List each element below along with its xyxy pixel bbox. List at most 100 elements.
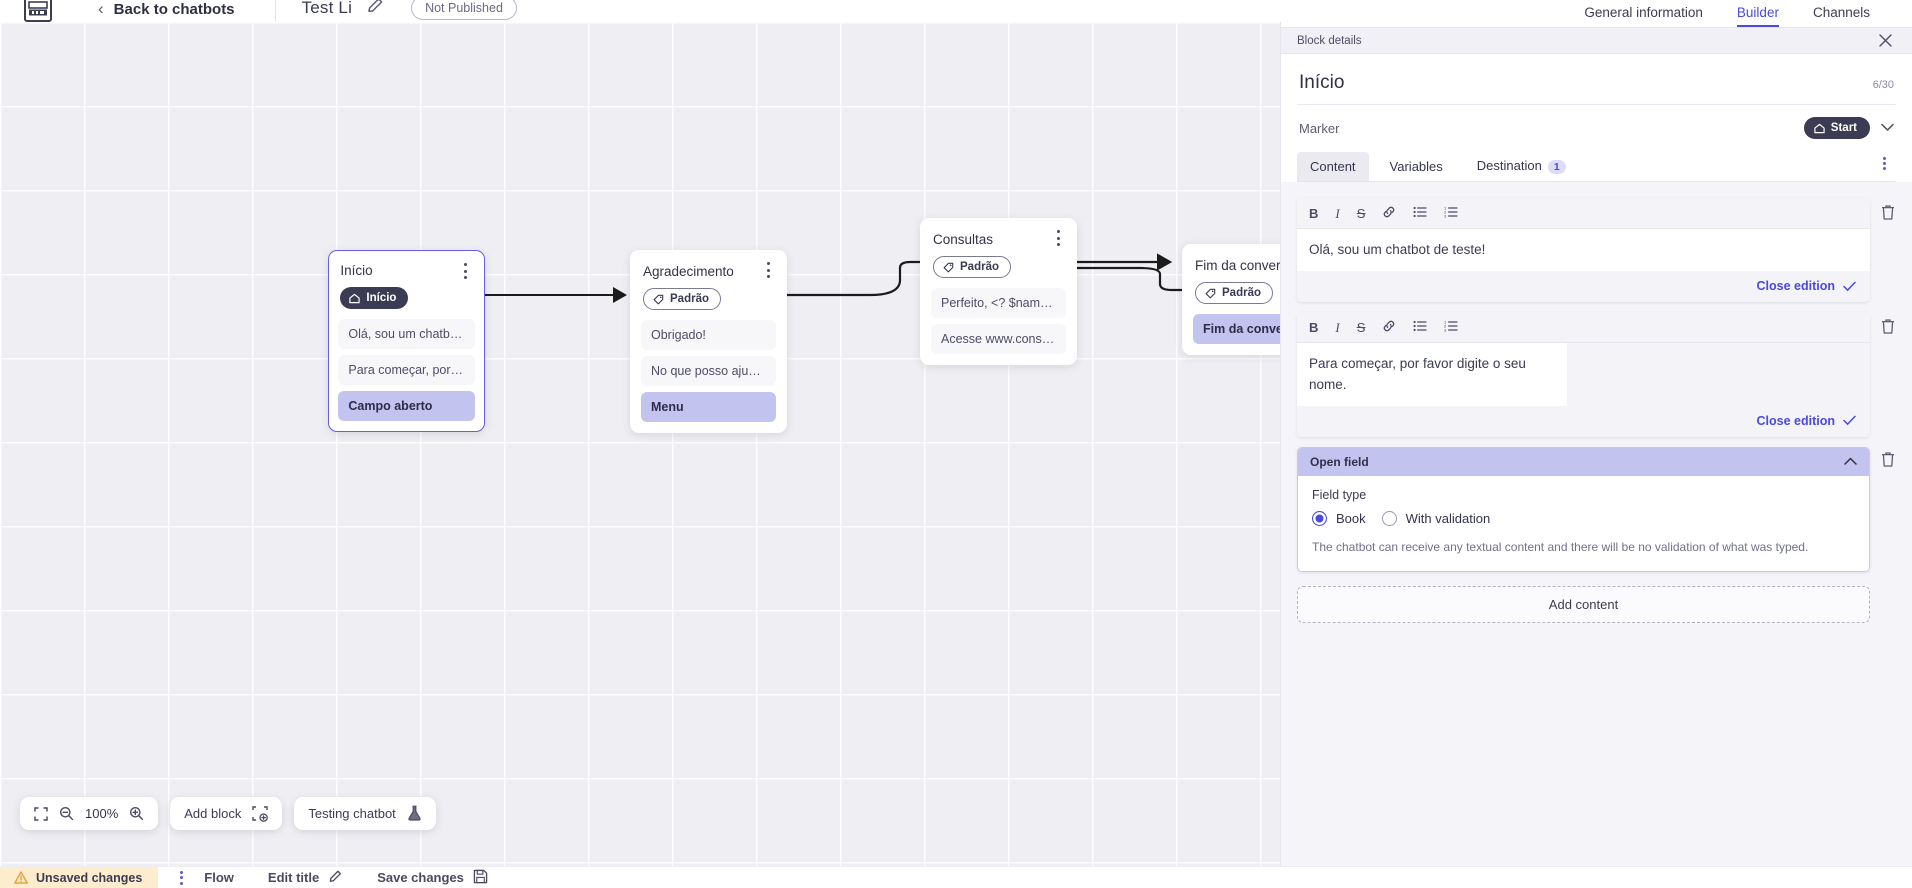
kebab-menu-icon[interactable] (174, 870, 188, 885)
strikethrough-icon[interactable]: S (1356, 205, 1366, 221)
tab-builder[interactable]: Builder (1736, 5, 1779, 27)
node-menu-icon[interactable] (458, 263, 472, 279)
close-edition-label: Close edition (1756, 413, 1835, 428)
strikethrough-icon[interactable]: S (1356, 319, 1366, 335)
italic-icon[interactable]: I (1335, 319, 1340, 335)
close-edition-label: Close edition (1756, 279, 1835, 294)
char-count: 6/30 (1872, 79, 1894, 91)
editor-text[interactable]: Olá, sou um chatbot de teste! (1297, 229, 1870, 272)
kebab-menu-icon[interactable] (1876, 155, 1892, 172)
check-icon (1843, 415, 1856, 426)
status-badge: Not Published (411, 0, 517, 20)
flow-node-agradecimento[interactable]: Agradecimento Padrão Obrigado! No que po… (630, 250, 787, 433)
node-message[interactable]: Olá, sou um chatbot de teste! (338, 319, 475, 350)
flow-node-inicio[interactable]: Início Início Olá, sou um chatbot de tes… (328, 250, 485, 432)
node-badge-default: Padrão (1195, 282, 1273, 304)
back-to-chatbots-link[interactable]: ‹ Back to chatbots (98, 0, 235, 19)
radio-book[interactable]: Book (1312, 510, 1366, 526)
close-icon[interactable] (1877, 32, 1894, 49)
node-accent-message[interactable]: Menu (641, 392, 776, 422)
link-icon[interactable] (1382, 205, 1396, 221)
bullet-list-icon[interactable] (1413, 206, 1428, 220)
marker-row: Marker Start (1297, 105, 1896, 151)
tab-destination-badge: 1 (1547, 160, 1566, 174)
node-badge-label: Padrão (670, 293, 709, 305)
flow-button[interactable]: Flow (204, 870, 234, 885)
tag-icon (653, 294, 664, 304)
editor-footer: Close edition (1297, 405, 1870, 437)
link-icon[interactable] (1382, 319, 1396, 335)
add-content-button[interactable]: Add content (1297, 586, 1870, 624)
tab-content[interactable]: Content (1297, 151, 1369, 181)
bold-icon[interactable]: B (1309, 205, 1319, 221)
trash-icon[interactable] (1880, 447, 1896, 473)
tab-variables[interactable]: Variables (1389, 158, 1443, 174)
bold-icon[interactable]: B (1309, 319, 1319, 335)
save-changes-button[interactable]: Save changes (377, 869, 488, 887)
node-accent-message[interactable]: Campo aberto (338, 391, 475, 422)
open-field-card: Open field Field type (1297, 446, 1870, 573)
edit-title-button[interactable]: Edit title (268, 869, 343, 887)
node-title: Agradecimento (643, 264, 734, 279)
node-message[interactable]: Obrigado! (641, 320, 776, 350)
home-icon (349, 293, 361, 304)
editor-row: B I S (1297, 312, 1896, 437)
field-type-radios: Book With validation (1312, 510, 1855, 526)
zoom-in-icon[interactable] (129, 806, 144, 821)
italic-icon[interactable]: I (1335, 205, 1340, 221)
testing-chatbot-button[interactable]: Testing chatbot (294, 797, 436, 830)
top-bar: ‹ Back to chatbots Test Li Not Published (0, 0, 1562, 22)
chevron-down-icon[interactable] (1881, 119, 1894, 137)
fit-screen-icon[interactable] (34, 806, 48, 821)
chevron-left-icon: ‹ (98, 0, 104, 18)
node-badge-label: Padrão (1222, 287, 1261, 299)
trash-icon[interactable] (1880, 312, 1896, 340)
block-title-row: Início 6/30 (1297, 54, 1896, 105)
marker-value: Start (1830, 122, 1857, 134)
flow-node-consultas[interactable]: Consultas Padrão Perfeito, <? $name ?>! … (920, 218, 1077, 365)
svg-text:3: 3 (1444, 328, 1447, 332)
marker-select[interactable]: Start (1803, 117, 1894, 139)
close-edition-button[interactable]: Close edition (1757, 414, 1856, 428)
node-message[interactable]: No que posso ajudar, <? $name ... (641, 356, 776, 386)
add-block-button[interactable]: Add block (170, 797, 283, 830)
page-title: Test Li (301, 0, 353, 17)
chatbot-logo-icon[interactable] (24, 0, 52, 22)
open-field-header[interactable]: Open field (1298, 447, 1869, 476)
node-message[interactable]: Acesse www.consultas.com par... (931, 324, 1066, 354)
pencil-icon[interactable] (366, 0, 385, 20)
radio-with-validation[interactable]: With validation (1381, 510, 1491, 526)
flask-icon (407, 805, 422, 822)
editor-footer: Close edition (1297, 271, 1870, 303)
node-badge-label: Início (366, 292, 397, 305)
tab-channels[interactable]: Channels (1812, 5, 1870, 20)
rich-text-editor[interactable]: B I S (1297, 198, 1870, 303)
node-title: Início (340, 263, 373, 279)
content-area: B I S (1281, 182, 1912, 866)
numbered-list-icon[interactable]: 1 2 3 (1444, 320, 1459, 334)
bullet-list-icon[interactable] (1413, 320, 1428, 334)
node-message[interactable]: Para começar, por favor digite o ... (338, 355, 475, 386)
numbered-list-icon[interactable]: 1 2 3 (1444, 205, 1459, 220)
tag-icon (943, 262, 954, 272)
rich-text-editor[interactable]: B I S (1297, 312, 1870, 437)
header-divider (274, 0, 276, 22)
chevron-up-icon[interactable] (1844, 455, 1857, 469)
tag-icon (1205, 288, 1216, 298)
trash-icon[interactable] (1880, 198, 1896, 226)
node-message[interactable]: Perfeito, <? $name ?>! (931, 288, 1066, 318)
tab-general-information[interactable]: General information (1584, 5, 1703, 20)
save-changes-label: Save changes (377, 870, 464, 885)
testing-chatbot-label: Testing chatbot (308, 806, 396, 821)
close-edition-button[interactable]: Close edition (1757, 279, 1856, 293)
node-badge-default: Padrão (643, 288, 721, 310)
node-menu-icon[interactable] (1051, 230, 1065, 246)
editor-text[interactable]: Para começar, por favor digite o seu nom… (1297, 343, 1567, 406)
zoom-controls[interactable]: 100% (20, 797, 159, 830)
zoom-out-icon[interactable] (59, 806, 74, 821)
node-menu-icon[interactable] (761, 262, 775, 278)
panel-header: Block details (1281, 28, 1912, 54)
radio-with-validation-label: With validation (1405, 510, 1491, 526)
